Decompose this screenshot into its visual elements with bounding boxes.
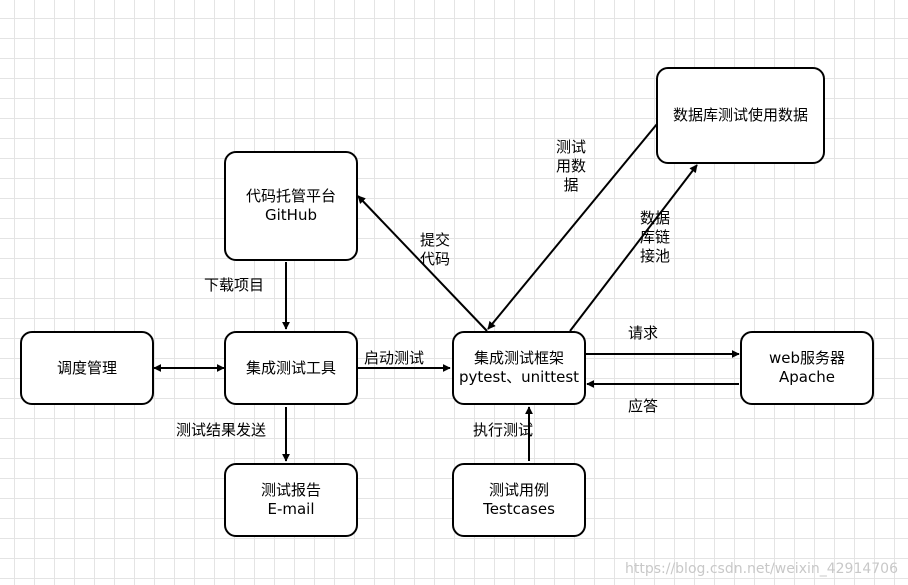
label-db-pool-line3: 接池	[640, 247, 671, 265]
label-db-pool-line1: 数据	[640, 209, 671, 227]
node-web-server-subtitle: Apache	[779, 368, 835, 386]
node-web-server: web服务器 Apache	[740, 331, 874, 405]
edge-commit-code	[357, 195, 488, 332]
node-test-cases: 测试用例 Testcases	[452, 463, 586, 537]
node-code-hosting: 代码托管平台 GitHub	[224, 151, 358, 261]
label-test-data-line1: 测试	[556, 138, 587, 156]
node-scheduling-title: 调度管理	[56, 358, 117, 377]
label-commit-code-line1: 提交	[420, 231, 451, 249]
node-web-server-title: web服务器	[768, 349, 846, 367]
node-test-cases-title: 测试用例	[488, 481, 549, 499]
node-code-hosting-subtitle: GitHub	[265, 206, 317, 224]
node-framework-subtitle: pytest、unittest	[458, 368, 580, 386]
node-report-subtitle: E-mail	[267, 500, 315, 518]
label-download-project: 下载项目	[204, 276, 265, 294]
label-send-result: 测试结果发送	[176, 421, 267, 439]
node-framework-title: 集成测试框架	[473, 349, 564, 367]
node-db-data: 数据库测试使用数据	[656, 67, 825, 164]
label-test-data-line2: 用数	[556, 157, 587, 175]
label-commit-code-line2: 代码	[420, 250, 451, 268]
label-test-data: 测试 用数 据	[556, 138, 586, 195]
node-db-data-title: 数据库测试使用数据	[672, 106, 808, 124]
label-test-data-line3: 据	[563, 176, 579, 194]
edge-test-data	[487, 123, 658, 330]
node-framework: 集成测试框架 pytest、unittest	[452, 331, 586, 405]
node-integration-tool: 集成测试工具	[224, 331, 358, 405]
label-db-pool-line2: 库链	[640, 228, 671, 246]
node-test-cases-subtitle: Testcases	[483, 500, 555, 518]
label-request: 请求	[628, 324, 659, 342]
label-db-pool: 数据 库链 接池	[640, 209, 670, 266]
node-report-title: 测试报告	[260, 481, 321, 499]
edge-db-pool	[569, 164, 698, 332]
label-execute-test: 执行测试	[473, 421, 534, 439]
watermark: https://blog.csdn.net/weixin_42914706	[624, 561, 898, 577]
node-scheduling: 调度管理	[20, 331, 154, 405]
node-code-hosting-title: 代码托管平台	[245, 187, 336, 205]
label-commit-code: 提交 代码	[420, 231, 450, 269]
label-start-test: 启动测试	[364, 349, 425, 367]
label-response: 应答	[628, 397, 659, 415]
node-integration-tool-title: 集成测试工具	[245, 358, 336, 377]
node-report: 测试报告 E-mail	[224, 463, 358, 537]
